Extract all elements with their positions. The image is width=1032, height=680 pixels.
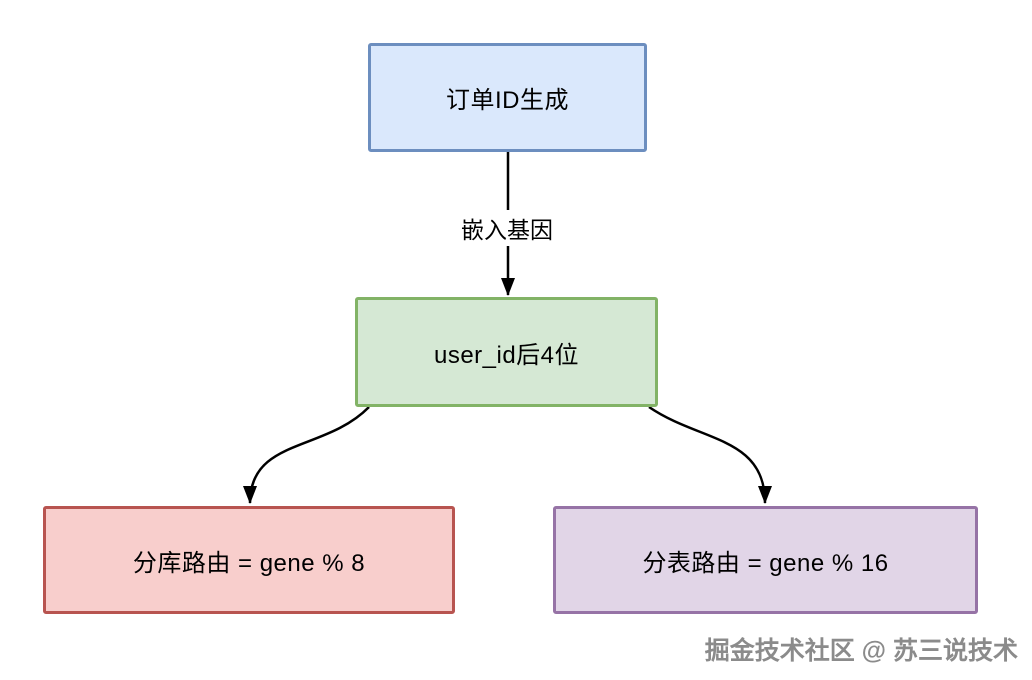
- watermark: 掘金技术社区 @ 苏三说技术: [704, 637, 1018, 665]
- edge-label-embed-gene: 嵌入基因: [458, 210, 556, 246]
- edge-gene-to-db-route: [243, 406, 370, 504]
- edge-gene-to-table-route: [648, 405, 772, 504]
- node-table-route-label: 分表路由 = gene % 16: [642, 549, 889, 577]
- node-userid-last4[interactable]: user_id后4位: [355, 297, 658, 407]
- node-db-route-label: 分库路由 = gene % 8: [132, 549, 366, 577]
- node-userid-last4-label: user_id后4位: [433, 341, 580, 369]
- node-order-id-generation[interactable]: 订单ID生成: [368, 43, 647, 152]
- node-order-id-label: 订单ID生成: [446, 87, 569, 114]
- node-db-route[interactable]: 分库路由 = gene % 8: [43, 506, 455, 614]
- node-table-route[interactable]: 分表路由 = gene % 16: [553, 506, 978, 614]
